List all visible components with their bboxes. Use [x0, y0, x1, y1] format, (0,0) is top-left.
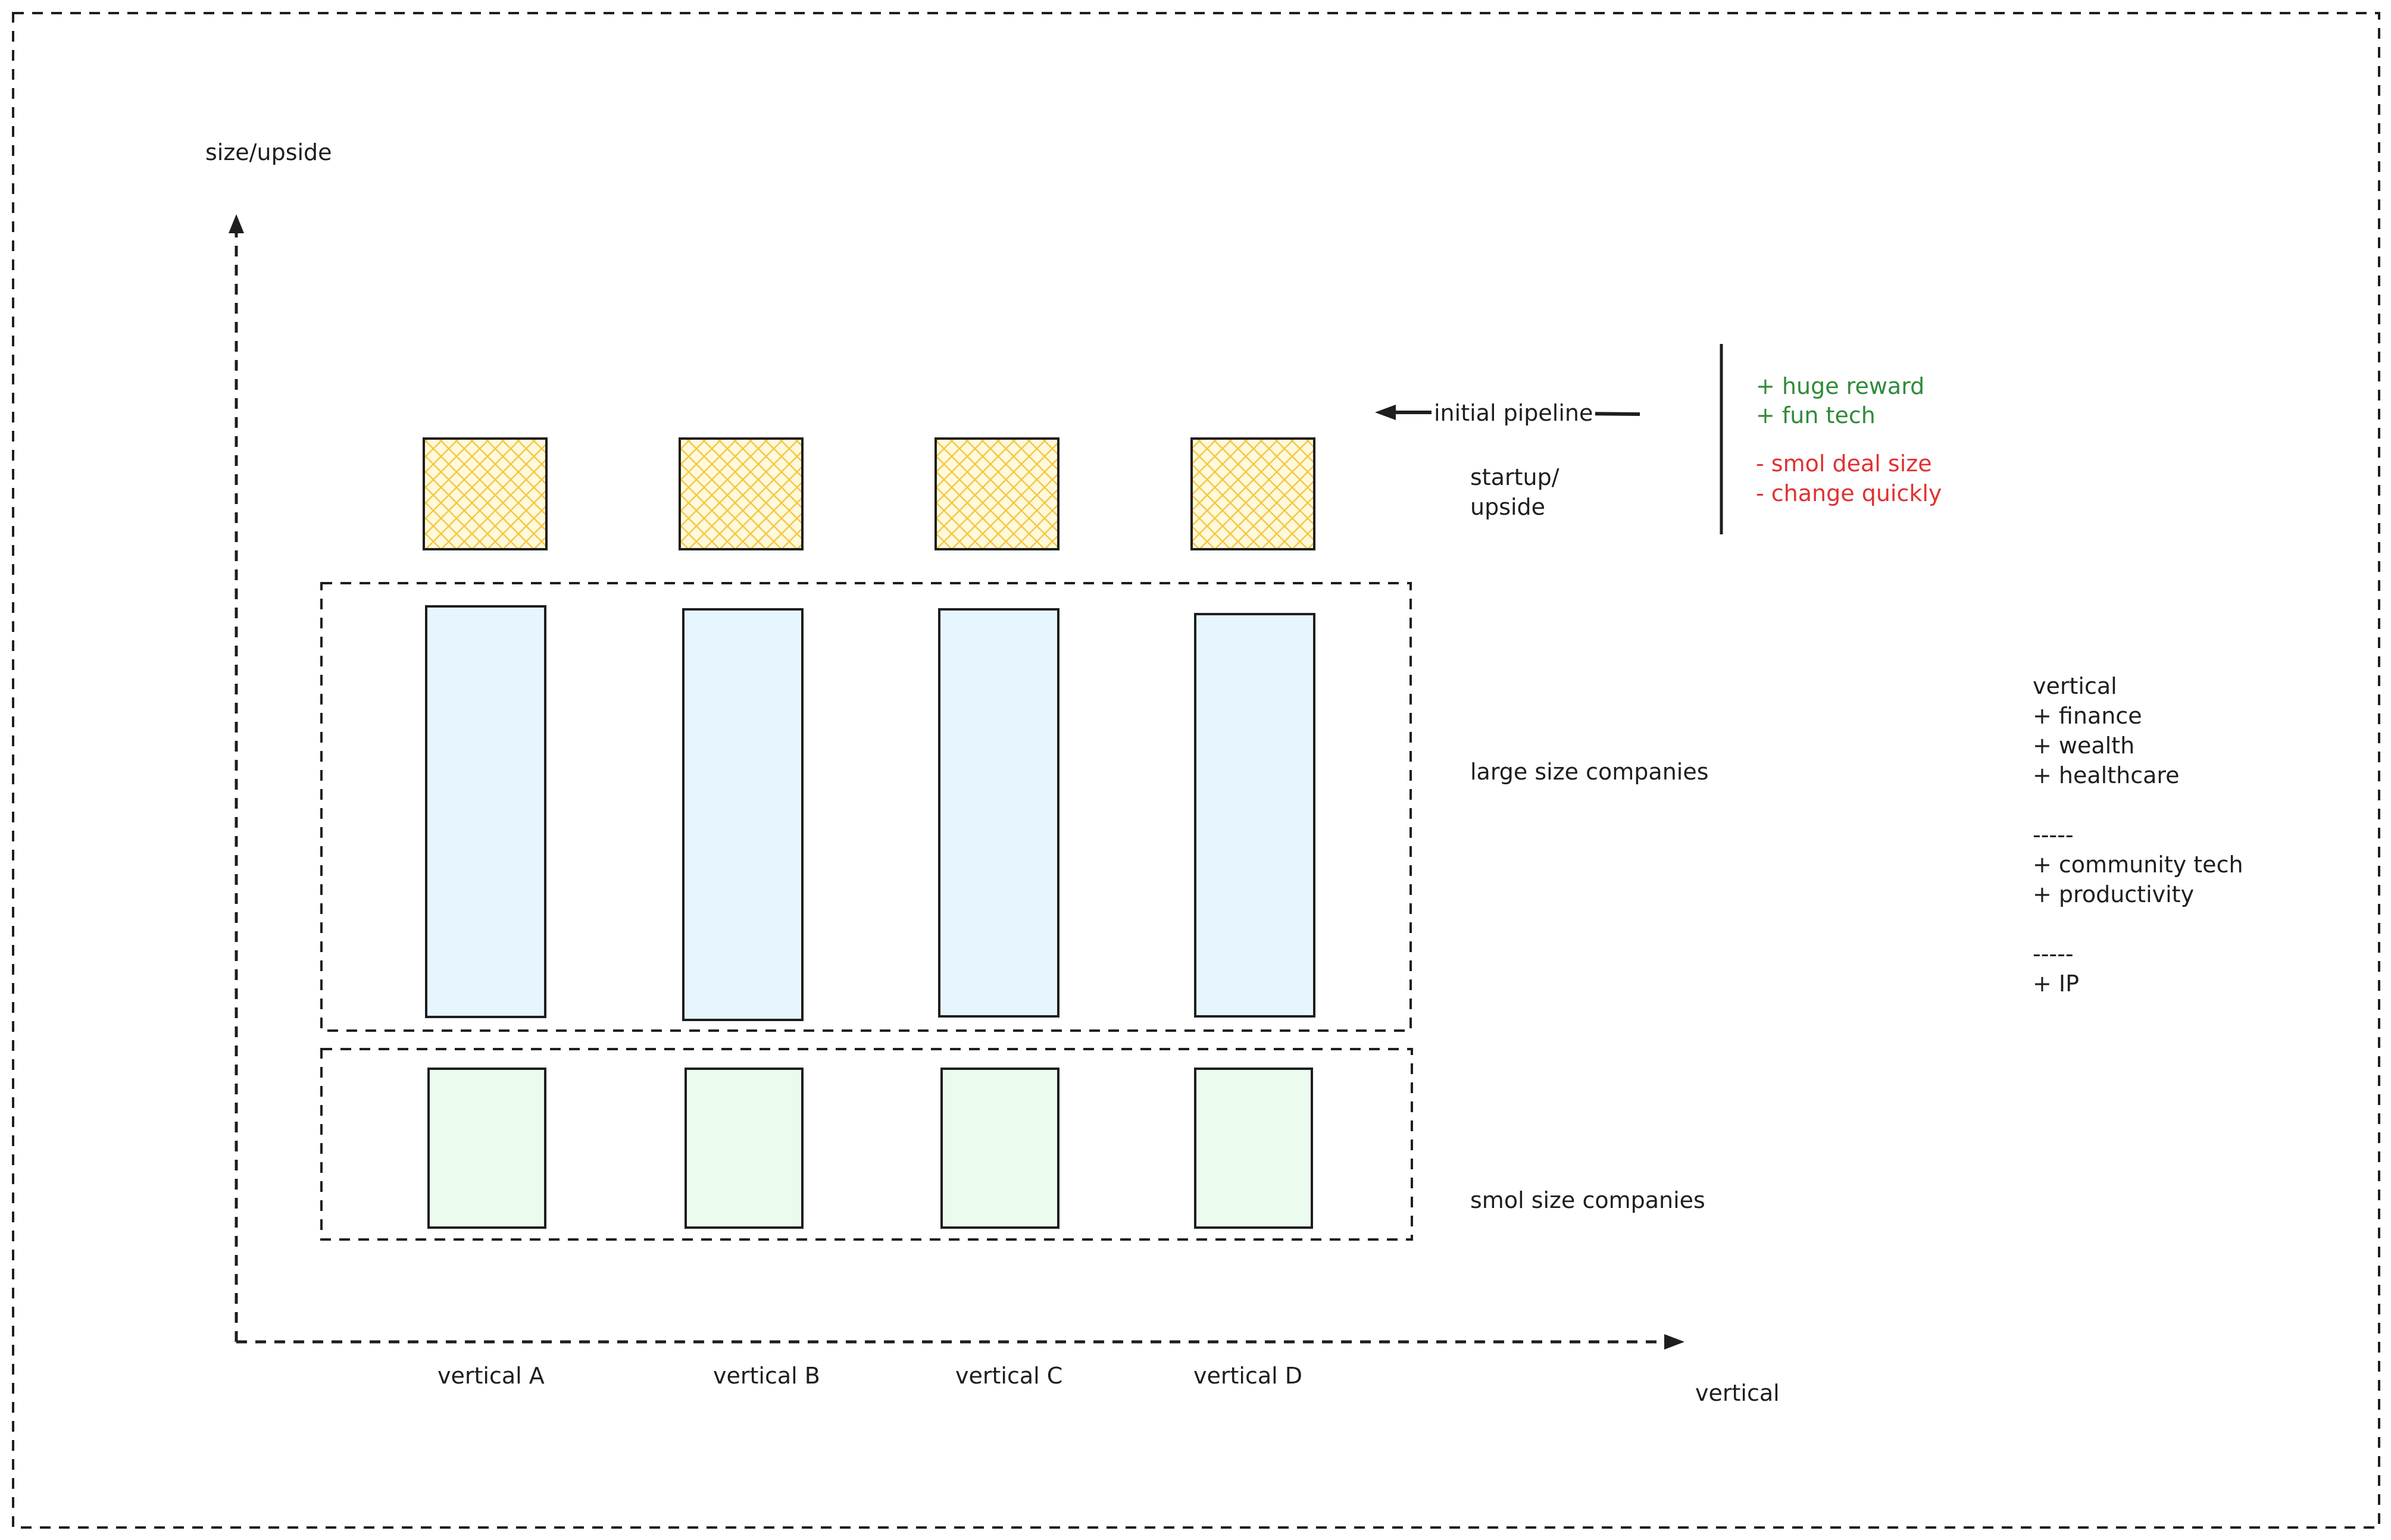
startup-hatch-vertical-a [425, 440, 545, 548]
smol-box-vertical-d [1194, 1068, 1313, 1229]
large-companies-group-frame [320, 582, 1412, 1032]
notes-line: + finance [2033, 703, 2142, 729]
smol-companies-group-frame [320, 1048, 1413, 1241]
notes-line: + community tech [2033, 852, 2243, 878]
notes-line: + productivity [2033, 881, 2195, 907]
column-label-vertical-d: vertical D [1193, 1363, 1303, 1389]
startup-tier-label-line2: upside [1470, 494, 1546, 520]
smol-box-vertical-b [685, 1068, 804, 1229]
x-axis-arrowhead [1664, 1334, 1684, 1350]
outer-frame [12, 12, 2380, 1529]
smol-tier-label: smol size companies [1470, 1187, 1705, 1213]
con-item: - change quickly [1756, 480, 1942, 506]
large-tier-label: large size companies [1470, 759, 1709, 785]
x-axis-label: vertical [1695, 1380, 1780, 1406]
pipeline-label: initial pipeline [1432, 399, 1596, 428]
large-bar-vertical-b [682, 608, 804, 1021]
notes-line: ----- [2033, 822, 2074, 848]
pro-item: + fun tech [1756, 402, 1876, 428]
column-label-vertical-b: vertical B [713, 1363, 820, 1389]
notes-line: vertical [2033, 673, 2117, 699]
startup-hatch-vertical-d [1193, 440, 1313, 548]
large-bar-vertical-c [938, 608, 1059, 1018]
large-bar-vertical-d [1194, 613, 1315, 1018]
pro-item: + huge reward [1756, 373, 1925, 399]
notes-line: + healthcare [2033, 762, 2180, 788]
verticals-notes: vertical + finance + wealth + healthcare --… [2033, 671, 2243, 999]
notes-line: ----- [2033, 941, 2074, 967]
smol-box-vertical-a [427, 1068, 546, 1229]
startup-hatch-vertical-b [681, 440, 801, 548]
notes-line: + IP [2033, 971, 2080, 997]
y-axis-arrowhead [229, 214, 244, 233]
notes-line [2033, 909, 2243, 939]
smol-box-vertical-c [940, 1068, 1059, 1229]
startup-tier-label-line1: startup/ [1470, 464, 1559, 490]
large-bar-vertical-a [425, 605, 546, 1018]
column-label-vertical-c: vertical C [955, 1363, 1063, 1389]
column-label-vertical-a: vertical A [437, 1363, 545, 1389]
notes-line: + wealth [2033, 733, 2135, 759]
con-item: - smol deal size [1756, 450, 1932, 477]
pipeline-arrowhead [1375, 405, 1396, 420]
startup-hatch-vertical-c [937, 440, 1057, 548]
y-axis-label: size/upside [205, 139, 332, 165]
notes-line [2033, 790, 2243, 820]
